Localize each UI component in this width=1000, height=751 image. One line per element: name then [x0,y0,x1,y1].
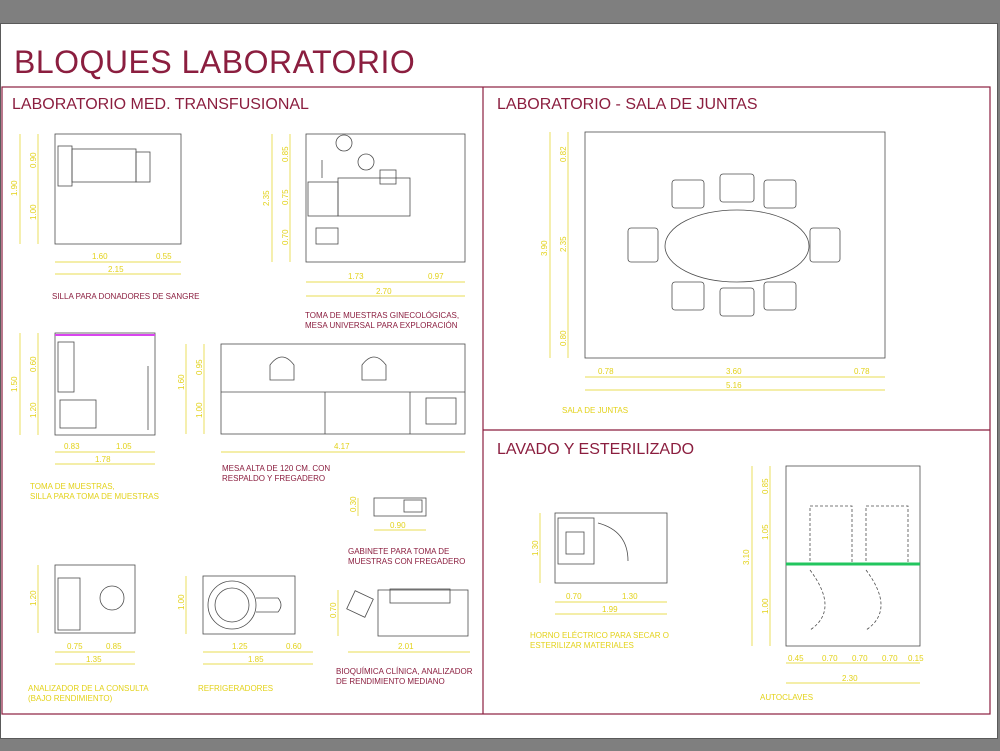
dim-label: 1.85 [248,655,264,664]
dim-label: 1.00 [761,598,770,614]
section-frames [1,86,991,715]
block-mesa-gineco [305,133,466,263]
dim-label: 4.17 [334,442,350,451]
caption-refrigeradores: REFRIGERADORES [198,684,274,693]
dim-label: 0.95 [195,359,204,375]
dim-label: 0.90 [29,152,38,168]
dim-label: 0.15 [908,654,924,663]
drawing-sheet [0,23,998,739]
block-refrigeradores [202,575,296,635]
dim-label: 1.73 [348,272,364,281]
dim-label: 0.30 [349,496,358,512]
dim-consulta [37,565,135,665]
caption-analizador: BIOQUÍMICA CLÍNICA, ANALIZADOR DE RENDIM… [336,667,473,686]
dim-label: 2.01 [398,642,414,651]
block-gabinete [373,497,427,517]
dim-label: 0.78 [598,367,614,376]
caption-toma-muestras: TOMA DE MUESTRAS, SILLA PARA TOMA DE MUE… [30,482,159,501]
dim-mesa-alta [185,344,465,453]
caption-toma-gineco: TOMA DE MUESTRAS GINECOLÓGICAS, MESA UNI… [305,311,460,330]
block-toma-muestras [54,332,156,436]
dim-silla-donadores [19,134,181,275]
dim-label: 3.90 [540,240,549,256]
dim-horno [539,513,667,615]
page-title: BLOQUES LABORATORIO [14,44,416,80]
dim-label: 1.60 [92,252,108,261]
block-sala-juntas [584,131,886,359]
dim-toma-muestras [19,333,155,465]
caption-gabinete: GABINETE PARA TOMA DE MUESTRAS CON FREGA… [348,547,466,566]
caption-consulta: ANALIZADOR DE LA CONSULTA (BAJO RENDIMIE… [28,684,149,703]
dim-label: 0.70 [329,602,338,618]
dim-label: 2.35 [262,190,271,206]
dim-label: 1.60 [177,374,186,390]
dim-label: 0.70 [882,654,898,663]
dim-label: 0.70 [566,592,582,601]
dim-label: 1.20 [29,402,38,418]
dim-label: 3.10 [742,549,751,565]
dim-label: 1.30 [622,592,638,601]
dim-label: 0.60 [286,642,302,651]
dim-label: 2.30 [842,674,858,683]
caption-horno: HORNO ELÉCTRICO PARA SECAR O ESTERILIZAR… [530,631,669,650]
dim-autoclave [751,466,920,684]
dim-analizador [337,590,470,653]
caption-mesa-alta: MESA ALTA DE 120 CM. CON RESPALDO Y FREG… [222,464,331,483]
dim-gabinete [357,498,426,531]
block-silla-donadores [54,133,182,245]
section-title-lavado: LAVADO Y ESTERILIZADO [497,441,695,458]
dim-label: 0.75 [281,189,290,205]
dim-label: 0.70 [822,654,838,663]
block-analizador [346,588,469,637]
dim-label: 0.82 [559,146,568,162]
block-consulta [54,564,136,634]
dim-label: 2.35 [559,236,568,252]
dim-label: 0.60 [29,356,38,372]
dim-sala-juntas [549,132,885,391]
dim-label: 2.70 [376,287,392,296]
dim-label: 0.83 [64,442,80,451]
dim-mesa-gineco [271,134,465,297]
section-title-transfusional: LABORATORIO MED. TRANSFUSIONAL [12,96,309,113]
dim-label: 1.00 [195,402,204,418]
dim-label: 1.05 [761,524,770,540]
dim-label: 1.05 [116,442,132,451]
caption-sala-juntas: SALA DE JUNTAS [562,406,629,415]
dim-label: 0.70 [281,229,290,245]
dim-label: 2.15 [108,265,124,274]
dim-label: 1.00 [29,204,38,220]
caption-silla-donadores: SILLA PARA DONADORES DE SANGRE [52,292,200,301]
block-mesa-alta [220,343,466,435]
dim-label: 0.78 [854,367,870,376]
dim-label: 0.85 [281,146,290,162]
dim-label: 0.97 [428,272,444,281]
dim-label: 0.75 [67,642,83,651]
block-autoclave [785,465,921,647]
dim-label: 1.78 [95,455,111,464]
dim-label: 0.70 [852,654,868,663]
section-title-juntas: LABORATORIO - SALA DE JUNTAS [497,96,758,113]
dim-label: 5.16 [726,381,742,390]
dim-label: 1.20 [29,590,38,606]
dim-label: 1.90 [10,180,19,196]
block-horno [554,512,668,584]
dim-refrigeradores [185,576,313,665]
dim-label: 1.99 [602,605,618,614]
dim-label: 1.35 [86,655,102,664]
dim-label: 0.45 [788,654,804,663]
dim-label: 0.80 [559,330,568,346]
dim-label: 1.30 [531,540,540,556]
dim-label: 0.55 [156,252,172,261]
dim-label: 0.85 [761,478,770,494]
caption-autoclave: AUTOCLAVES [760,693,814,702]
dim-label: 1.00 [177,594,186,610]
dim-label: 1.50 [10,376,19,392]
dimension-labels: 1.60 0.55 2.15 1.90 0.90 1.00 1.73 0.97 … [10,146,924,683]
dim-label: 0.90 [390,521,406,530]
dim-label: 1.25 [232,642,248,651]
dim-label: 3.60 [726,367,742,376]
dim-label: 0.85 [106,642,122,651]
